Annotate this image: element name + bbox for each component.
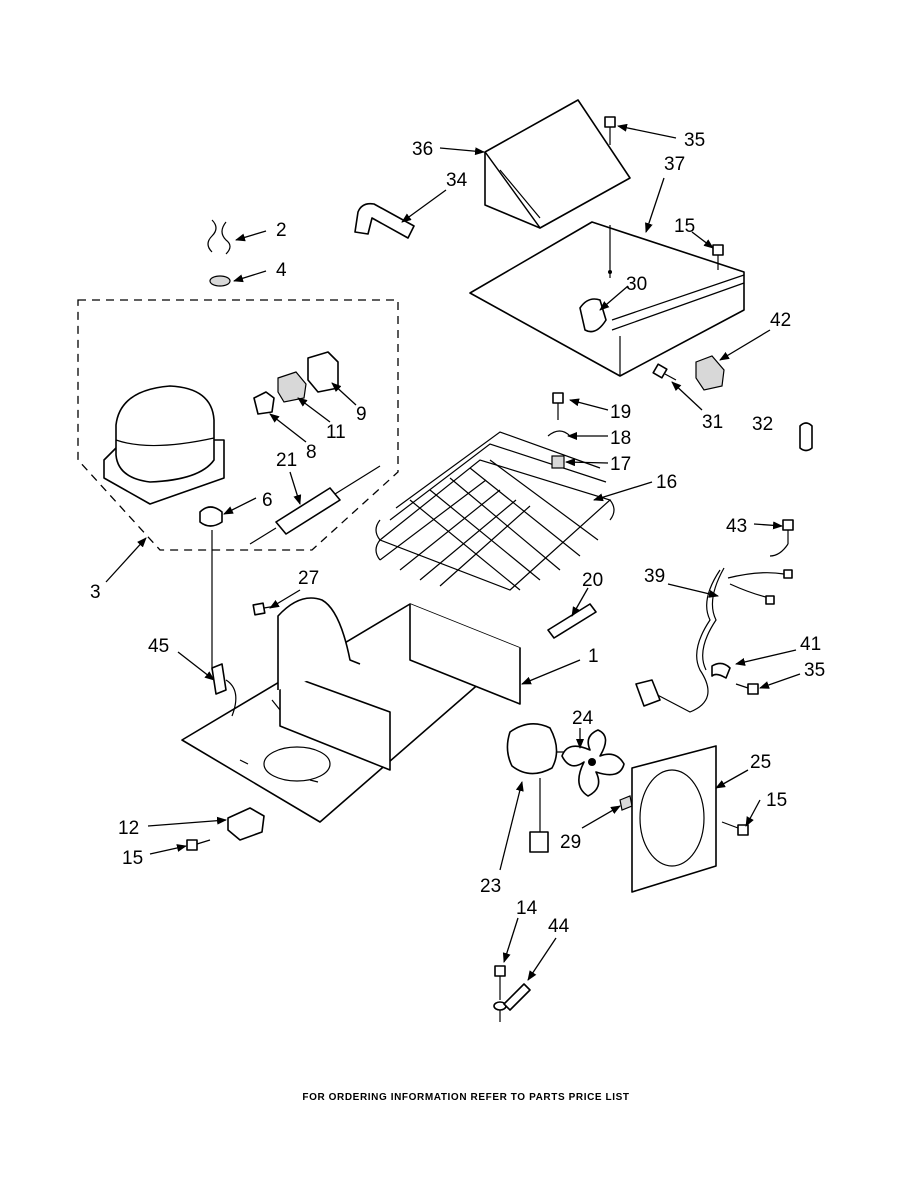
part-36-cover-drawing: [484, 99, 631, 229]
part-8-overload-drawing: [253, 391, 275, 415]
callout-20: 20: [582, 570, 603, 591]
callout-19: 19: [610, 402, 631, 423]
callout-2: 2: [276, 220, 287, 241]
callout-41: 41: [800, 634, 821, 655]
part-45-wiring-drawing: [211, 530, 237, 717]
callout-4: 4: [276, 260, 287, 281]
callout-15-shroud: 15: [766, 790, 787, 811]
part-18-clamp-drawing: [547, 430, 571, 437]
part-29-clip-drawing: [619, 795, 633, 811]
callout-6: 6: [262, 490, 273, 511]
part-15-screw-left-drawing: [186, 839, 211, 851]
callout-15-left: 15: [122, 848, 143, 869]
part-32-pin-drawing: [799, 422, 813, 452]
callout-31: 31: [702, 412, 723, 433]
part-6-grommet-drawing: [199, 506, 223, 527]
part-4-washer-drawing: [209, 275, 231, 287]
callout-15-top: 15: [674, 216, 695, 237]
part-19-screw-drawing: [552, 392, 564, 420]
part-16-evaporator-drawing: [375, 431, 615, 591]
leader-lines: [105, 123, 801, 981]
callout-9: 9: [356, 404, 367, 425]
fan-hub-drawing: [588, 758, 596, 766]
part-42-clip-drawing: [695, 355, 725, 391]
part-20-tie-drawing: [547, 603, 597, 639]
callout-39: 39: [644, 566, 665, 587]
part-41-clamp-drawing: [711, 662, 731, 679]
part-34-hose-drawing: [354, 202, 415, 239]
part-9-cover-drawing: [307, 351, 339, 393]
callout-16: 16: [656, 472, 677, 493]
part-17-bracket-drawing: [551, 455, 565, 469]
part-15-screw-right-drawing: [712, 244, 724, 270]
callout-14: 14: [516, 898, 538, 919]
callout-3: 3: [90, 582, 101, 603]
part-44-tab-drawing: [503, 983, 531, 1011]
callout-11: 11: [326, 422, 346, 443]
part-14-screw-drawing: [493, 965, 507, 1022]
callout-43: 43: [726, 516, 747, 537]
callout-37: 37: [664, 154, 685, 175]
part-37-base-plate-drawing: [469, 221, 745, 377]
callout-32: 32: [752, 414, 773, 435]
part-3-compressor-assembly-boundary: [77, 299, 399, 551]
part-11-relay-drawing: [277, 371, 307, 403]
part-2-spring-drawing: [207, 219, 231, 255]
compressor-drawing: [103, 385, 225, 505]
part-15-screw-shroud-drawing: [721, 821, 749, 836]
part-12-terminal-block-drawing: [227, 807, 265, 841]
callout-8: 8: [306, 442, 317, 463]
callout-36: 36: [412, 139, 433, 160]
footer-note: FOR ORDERING INFORMATION REFER TO PARTS …: [302, 1092, 629, 1103]
callout-45: 45: [148, 636, 169, 657]
callout-29: 29: [560, 832, 581, 853]
callout-44: 44: [548, 916, 570, 937]
callout-21: 21: [276, 450, 297, 471]
callout-34: 34: [446, 170, 468, 191]
callout-25: 25: [750, 752, 771, 773]
part-39-power-cord-drawing: [635, 567, 793, 713]
callout-27: 27: [298, 568, 319, 589]
callout-1: 1: [588, 646, 599, 667]
callout-35-right: 35: [804, 660, 825, 681]
part-1-frame-drawing: [181, 597, 521, 823]
part-31-screw-drawing: [652, 363, 677, 381]
callout-17: 17: [610, 454, 631, 475]
part-43-screw-drawing: [769, 519, 794, 557]
part-27-screw-drawing: [252, 602, 277, 616]
callout-18: 18: [610, 428, 631, 449]
callout-labels: 36 35 34 37 15 30 42 31 32 2 4 9 11 8 21…: [90, 130, 825, 937]
part-35-screw-top-drawing: [604, 116, 616, 145]
callout-24: 24: [572, 708, 594, 729]
callout-23: 23: [480, 876, 501, 897]
part-21-drier-drawing: [249, 465, 381, 545]
part-35-screw-right-drawing: [735, 683, 759, 695]
callout-42: 42: [770, 310, 791, 331]
callout-30: 30: [626, 274, 647, 295]
callout-12: 12: [118, 818, 139, 839]
callout-35-top: 35: [684, 130, 705, 151]
part-25-shroud-drawing: [631, 745, 717, 893]
